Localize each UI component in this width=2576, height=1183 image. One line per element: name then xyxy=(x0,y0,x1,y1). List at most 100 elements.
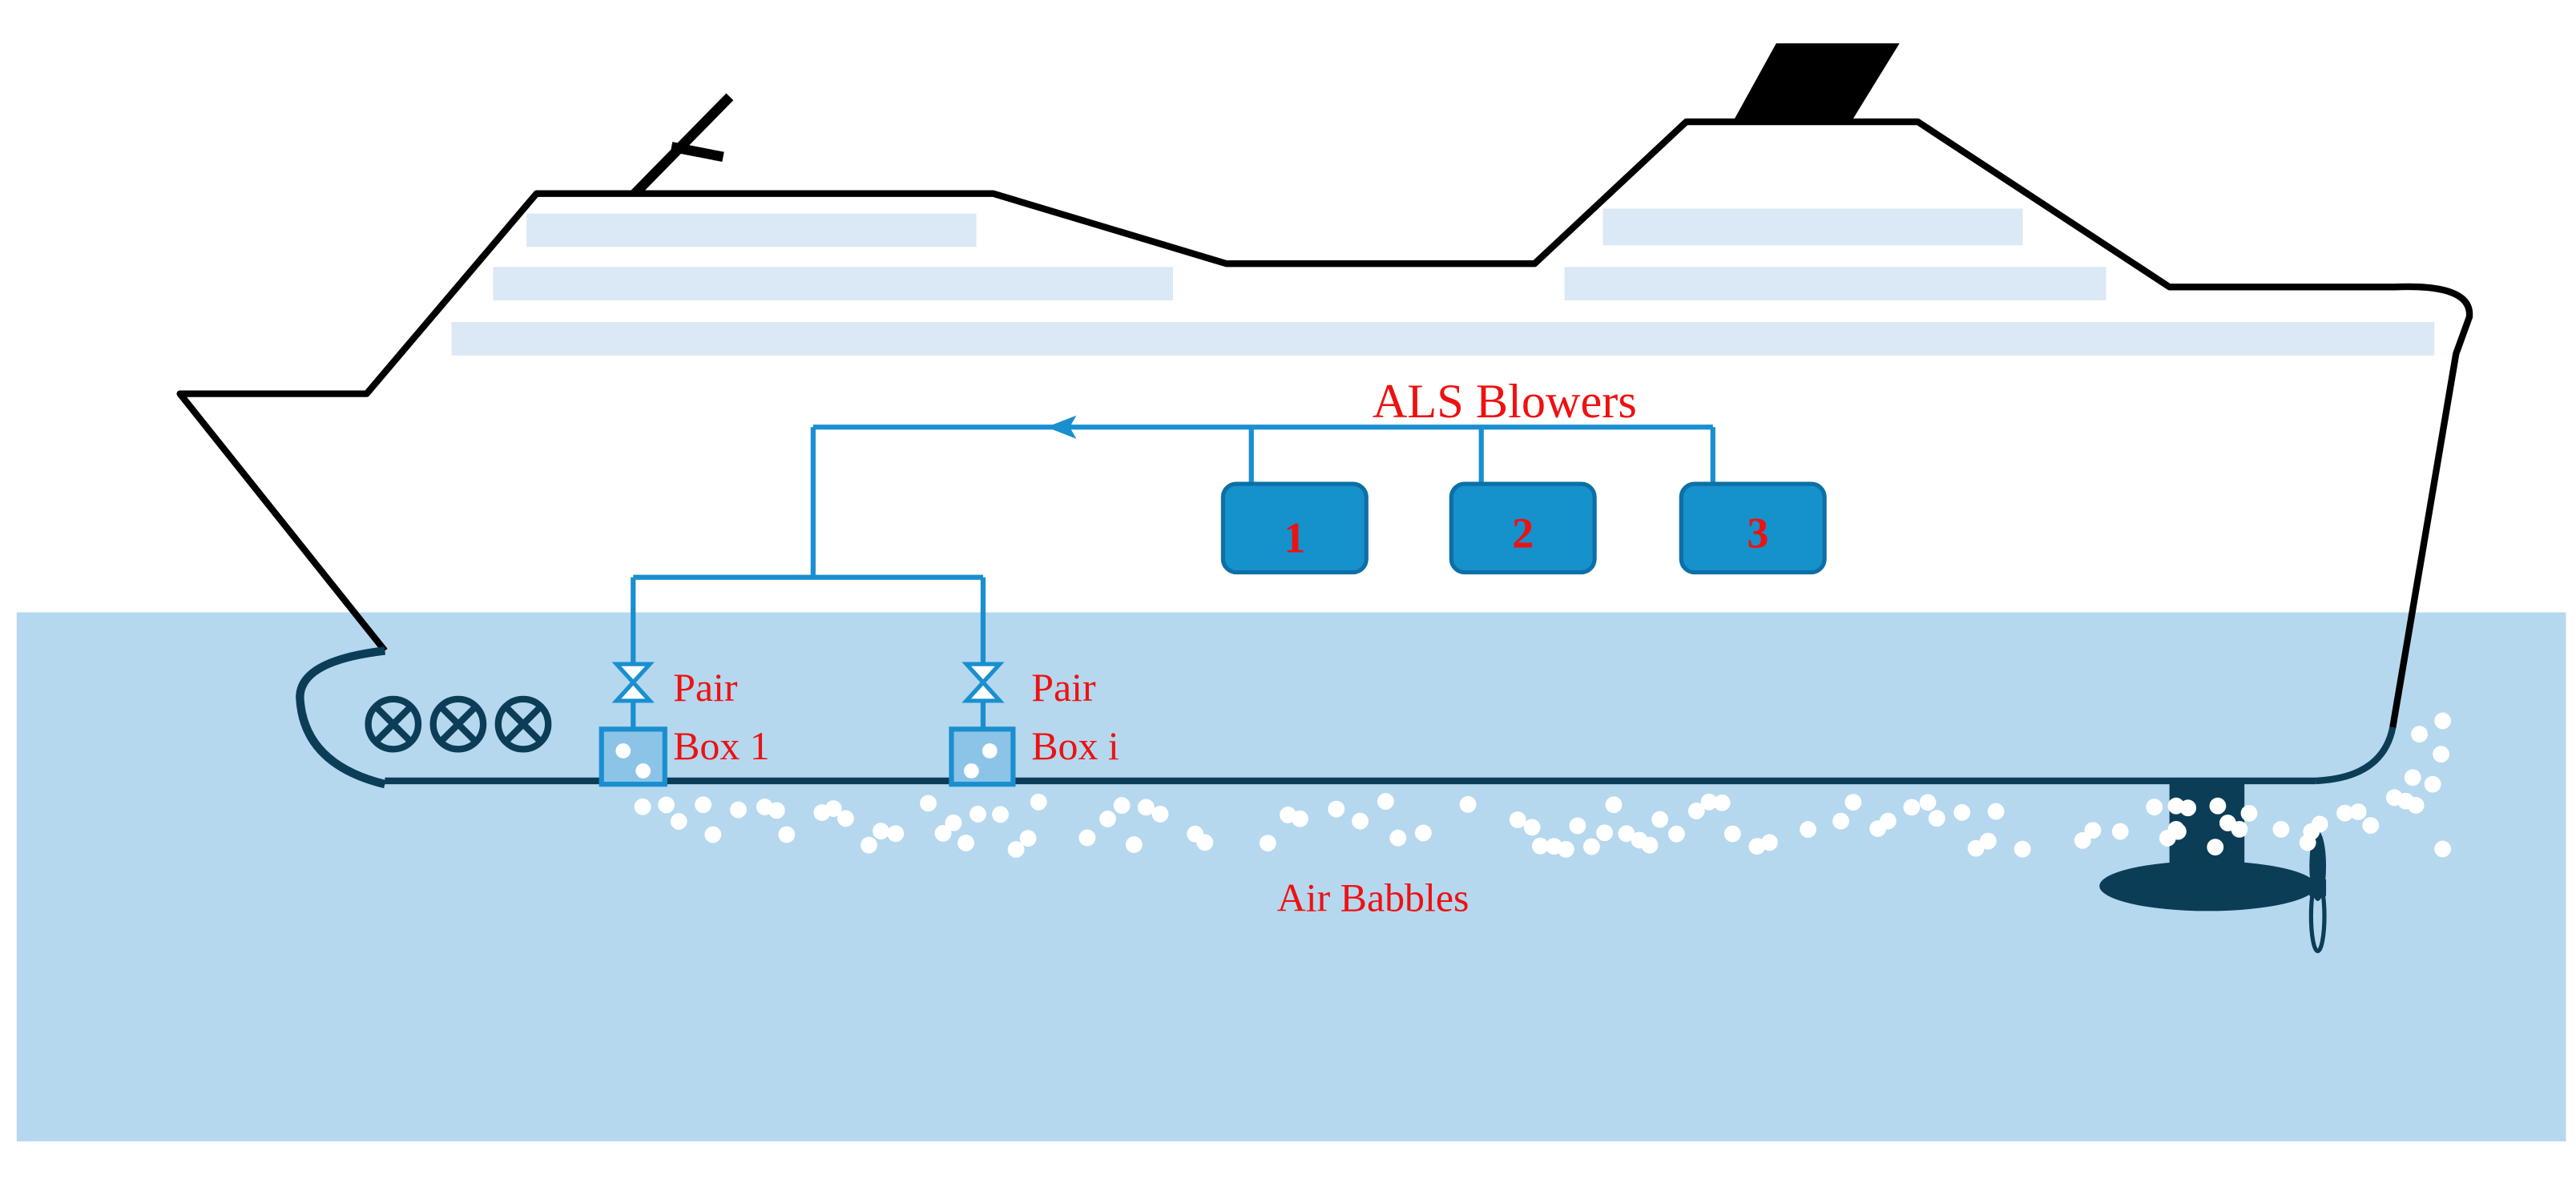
window-band xyxy=(493,267,1174,300)
hull-stern-underwater xyxy=(2316,726,2397,785)
air-bubble xyxy=(2167,820,2185,838)
flow-arrow-icon xyxy=(1046,415,1077,439)
air-bubble xyxy=(945,814,962,831)
air-bubble xyxy=(1879,812,1897,830)
blower-3: 3 xyxy=(1679,481,1827,575)
air-bubble xyxy=(2404,769,2421,787)
air-bubble xyxy=(1687,803,1705,819)
air-bubble xyxy=(768,802,785,819)
air-bubble xyxy=(1903,799,1921,816)
air-bubble xyxy=(2362,817,2380,834)
air-bubble xyxy=(861,836,877,854)
air-bubble xyxy=(1030,793,1047,811)
pair-box-1-label-line1: Pair xyxy=(673,665,738,710)
mast xyxy=(631,93,734,198)
air-bubble xyxy=(1557,840,1574,858)
window-band xyxy=(451,322,2435,356)
air-bubble xyxy=(1748,838,1766,855)
air-bubble xyxy=(1800,821,1816,838)
air-bubble xyxy=(1832,812,1849,830)
air-bubble xyxy=(2167,797,2185,815)
air-bubbles-label: Air Babbles xyxy=(1277,875,1469,919)
air-bubble xyxy=(1151,805,1169,823)
window-band xyxy=(1602,208,2023,246)
air-bubble xyxy=(992,806,1009,823)
pair-box-1-label-line2: Box 1 xyxy=(673,723,770,768)
air-bubble xyxy=(2407,796,2425,814)
air-bubble xyxy=(1668,825,1685,843)
air-bubble xyxy=(2146,799,2163,816)
air-bubble xyxy=(1596,824,1614,842)
pair-box-i-label-line2: Box i xyxy=(1031,723,1119,768)
air-bubble xyxy=(836,810,854,827)
air-bubble xyxy=(1618,825,1635,843)
air-bubble xyxy=(730,801,747,819)
als-blowers-label: ALS Blowers xyxy=(1373,375,1637,429)
air-bubble xyxy=(2434,712,2452,730)
air-bubble xyxy=(658,796,675,814)
air-pipework xyxy=(631,425,1715,731)
air-bubble xyxy=(1377,793,1394,810)
air-bubble xyxy=(1531,837,1549,855)
air-bubble xyxy=(1641,836,1659,854)
window-band xyxy=(1564,267,2106,300)
air-bubble xyxy=(2424,775,2441,793)
air-bubble xyxy=(1414,824,1432,842)
pair-box-i-label-line1: Pair xyxy=(1031,665,1096,710)
bow-thrusters xyxy=(365,695,552,753)
air-bubble xyxy=(2349,803,2367,820)
air-bubble xyxy=(957,835,974,851)
air-bubble xyxy=(970,805,986,823)
valve-icon xyxy=(611,662,655,703)
air-bubble xyxy=(1523,819,1541,836)
air-bubble xyxy=(2240,804,2258,822)
air-bubble xyxy=(1019,830,1037,847)
air-bubble xyxy=(1844,794,1862,811)
air-bubble xyxy=(1979,832,1997,850)
air-bubble xyxy=(1919,794,1937,811)
air-bubble xyxy=(934,824,952,842)
air-bubble xyxy=(1569,817,1586,835)
funnel xyxy=(1732,43,1900,123)
window-bands xyxy=(451,208,2435,356)
pair-box-1 xyxy=(599,726,667,787)
air-bubble xyxy=(1259,835,1276,852)
air-bubble xyxy=(2336,804,2353,822)
air-bubble xyxy=(873,823,889,840)
hull-bow-bulb xyxy=(296,646,386,789)
air-bubble xyxy=(887,825,905,843)
thruster-icon xyxy=(365,695,422,753)
air-bubble xyxy=(778,826,796,843)
air-bubble xyxy=(2111,823,2129,840)
air-bubble xyxy=(1605,796,1623,814)
blower-label: 2 xyxy=(1512,509,1534,557)
air-bubble xyxy=(2311,815,2328,833)
air-bubble xyxy=(1328,800,1345,818)
air-bubble xyxy=(704,826,722,843)
air-bubble xyxy=(1196,834,1214,851)
air-bubble xyxy=(634,798,651,815)
air-bubble xyxy=(2299,834,2316,851)
blower-2: 2 xyxy=(1449,481,1597,575)
air-bubble xyxy=(1509,811,1526,828)
air-bubble xyxy=(1113,797,1131,814)
air-bubble xyxy=(1761,834,1778,851)
blower-label: 3 xyxy=(1747,509,1768,557)
air-bubble-layer xyxy=(634,712,2452,858)
air-bubble xyxy=(2231,820,2248,838)
air-bubble xyxy=(2014,840,2031,858)
air-bubble xyxy=(1953,803,1971,821)
window-band xyxy=(526,213,977,247)
air-bubble xyxy=(1352,812,1369,830)
air-bubble xyxy=(1582,838,1600,855)
pair-box-i xyxy=(949,726,1016,787)
air-bubble xyxy=(2411,726,2428,743)
air-bubble xyxy=(670,813,687,830)
air-bubble xyxy=(2385,789,2403,807)
air-bubble xyxy=(1967,839,1985,857)
blower-label: 1 xyxy=(1284,514,1305,562)
air-bubble xyxy=(1723,825,1741,843)
air-bubble xyxy=(2209,797,2227,815)
air-bubble xyxy=(1928,810,1945,827)
